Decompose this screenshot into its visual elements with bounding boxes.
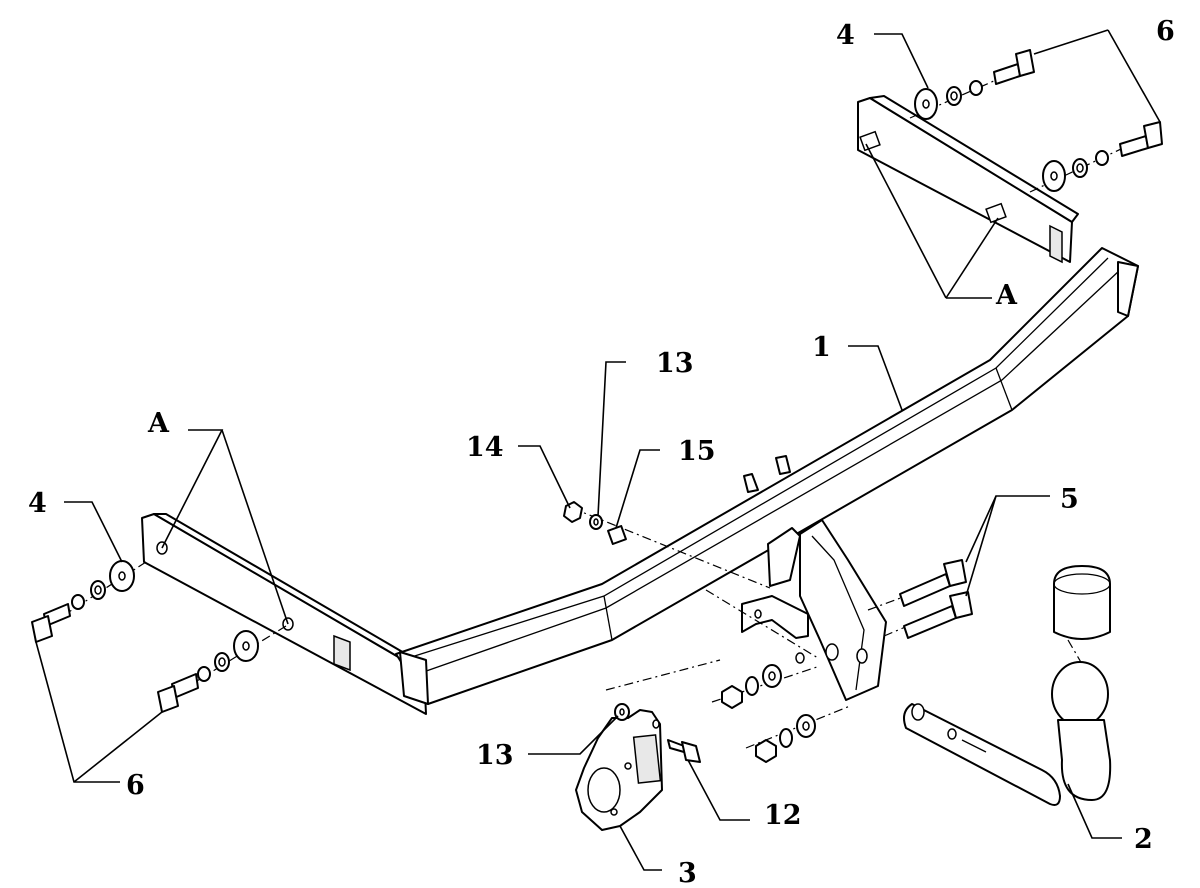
label-part-2: 2 — [1134, 824, 1153, 855]
label-part-6-left: 6 — [126, 770, 145, 801]
label-point-a-right: A — [995, 280, 1018, 311]
label-point-a-left: A — [147, 408, 170, 439]
left-bolt-set-upper — [31, 560, 135, 643]
right-bolt-set-upper — [914, 49, 1035, 120]
bolt-12-part — [667, 739, 701, 763]
label-part-13-bottom: 13 — [476, 740, 514, 771]
right-side-bracket — [857, 95, 1079, 264]
leader-lines — [35, 29, 1161, 871]
label-part-13-top: 13 — [656, 348, 694, 379]
label-part-6-right: 6 — [1156, 16, 1175, 47]
label-part-5: 5 — [1060, 484, 1079, 515]
nut-washer-spring-set — [563, 501, 627, 545]
label-part-14: 14 — [466, 432, 504, 463]
washer-13-part — [614, 703, 630, 721]
label-part-15: 15 — [678, 436, 716, 467]
ball-mount-bracket — [767, 519, 887, 701]
label-part-4-left: 4 — [28, 488, 47, 519]
bracket-nuts-washers — [721, 652, 816, 763]
ball-mount-bolts — [899, 559, 973, 639]
label-part-3: 3 — [678, 858, 697, 888]
socket-plate — [575, 709, 663, 831]
part-labels: 1 2 3 4 4 5 6 6 12 13 13 14 15 A A — [28, 16, 1175, 888]
angle-bracket — [741, 595, 809, 639]
left-bolt-set-lower — [157, 630, 259, 713]
label-part-12: 12 — [764, 800, 802, 831]
right-bolt-set-lower — [1042, 121, 1163, 192]
label-part-1: 1 — [812, 332, 831, 363]
crossbeam — [395, 247, 1139, 705]
tow-ball-assembly — [903, 565, 1112, 806]
label-part-4-right: 4 — [836, 20, 855, 51]
